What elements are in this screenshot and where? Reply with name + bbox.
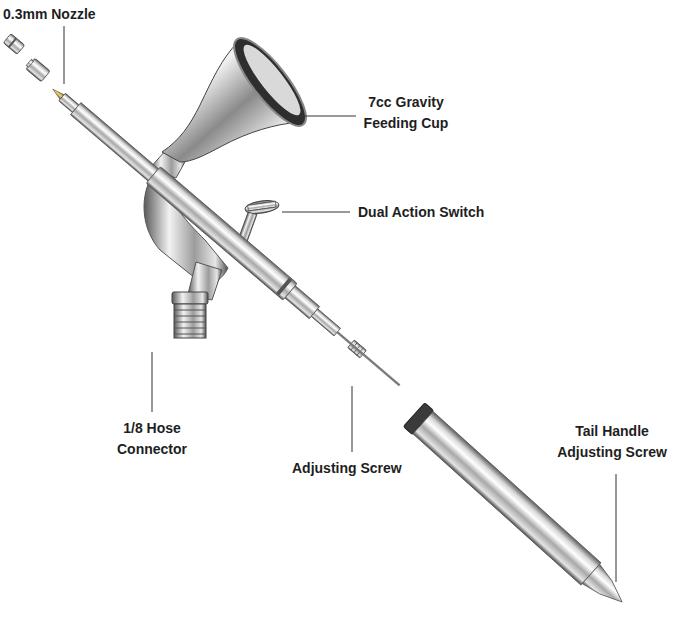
airbrush-body bbox=[46, 81, 407, 394]
illustration-part bbox=[152, 352, 153, 412]
illustration-part bbox=[172, 292, 208, 304]
illustration-part bbox=[174, 334, 206, 335]
nozzle-caps bbox=[3, 34, 50, 82]
illustration-part bbox=[26, 59, 33, 67]
gravity-cup bbox=[150, 29, 317, 178]
illustration-part bbox=[336, 331, 400, 386]
dual-action-trigger bbox=[238, 199, 280, 243]
illustration-part bbox=[174, 328, 206, 329]
illustration-part bbox=[300, 116, 356, 117]
illustration-part bbox=[174, 310, 206, 311]
part-label: Adjusting Screw bbox=[292, 458, 402, 479]
part-label: Dual Action Switch bbox=[358, 202, 484, 223]
illustration-part bbox=[582, 564, 631, 611]
illustration-part bbox=[26, 58, 50, 82]
illustration-part bbox=[146, 167, 297, 301]
illustration-part bbox=[248, 201, 277, 211]
illustration-part bbox=[174, 316, 206, 317]
illustration-part bbox=[8, 37, 17, 47]
illustration-part bbox=[64, 26, 65, 84]
illustration-part bbox=[174, 310, 206, 334]
illustration-part bbox=[174, 322, 206, 323]
illustration-part bbox=[3, 34, 25, 55]
leader-lines bbox=[64, 26, 616, 582]
illustration-part bbox=[24, 57, 50, 82]
hose-connector bbox=[172, 262, 222, 338]
illustration-part bbox=[236, 39, 308, 122]
illustration-part bbox=[352, 386, 353, 452]
illustration-part bbox=[616, 474, 617, 582]
illustration-part bbox=[174, 304, 206, 338]
illustration-part bbox=[70, 103, 158, 181]
illustration-part bbox=[3, 34, 25, 55]
illustration-part bbox=[413, 412, 601, 586]
illustration-part bbox=[223, 29, 316, 135]
part-label: Tail Handle Adjusting Screw bbox=[551, 421, 673, 463]
illustration-part bbox=[244, 199, 279, 216]
part-label: 7cc Gravity Feeding Cup bbox=[354, 92, 458, 134]
illustration-part bbox=[282, 212, 350, 213]
part-label: 0.3mm Nozzle bbox=[3, 4, 96, 25]
part-label: 1/8 Hose Connector bbox=[106, 418, 198, 460]
illustration-part bbox=[311, 309, 340, 336]
